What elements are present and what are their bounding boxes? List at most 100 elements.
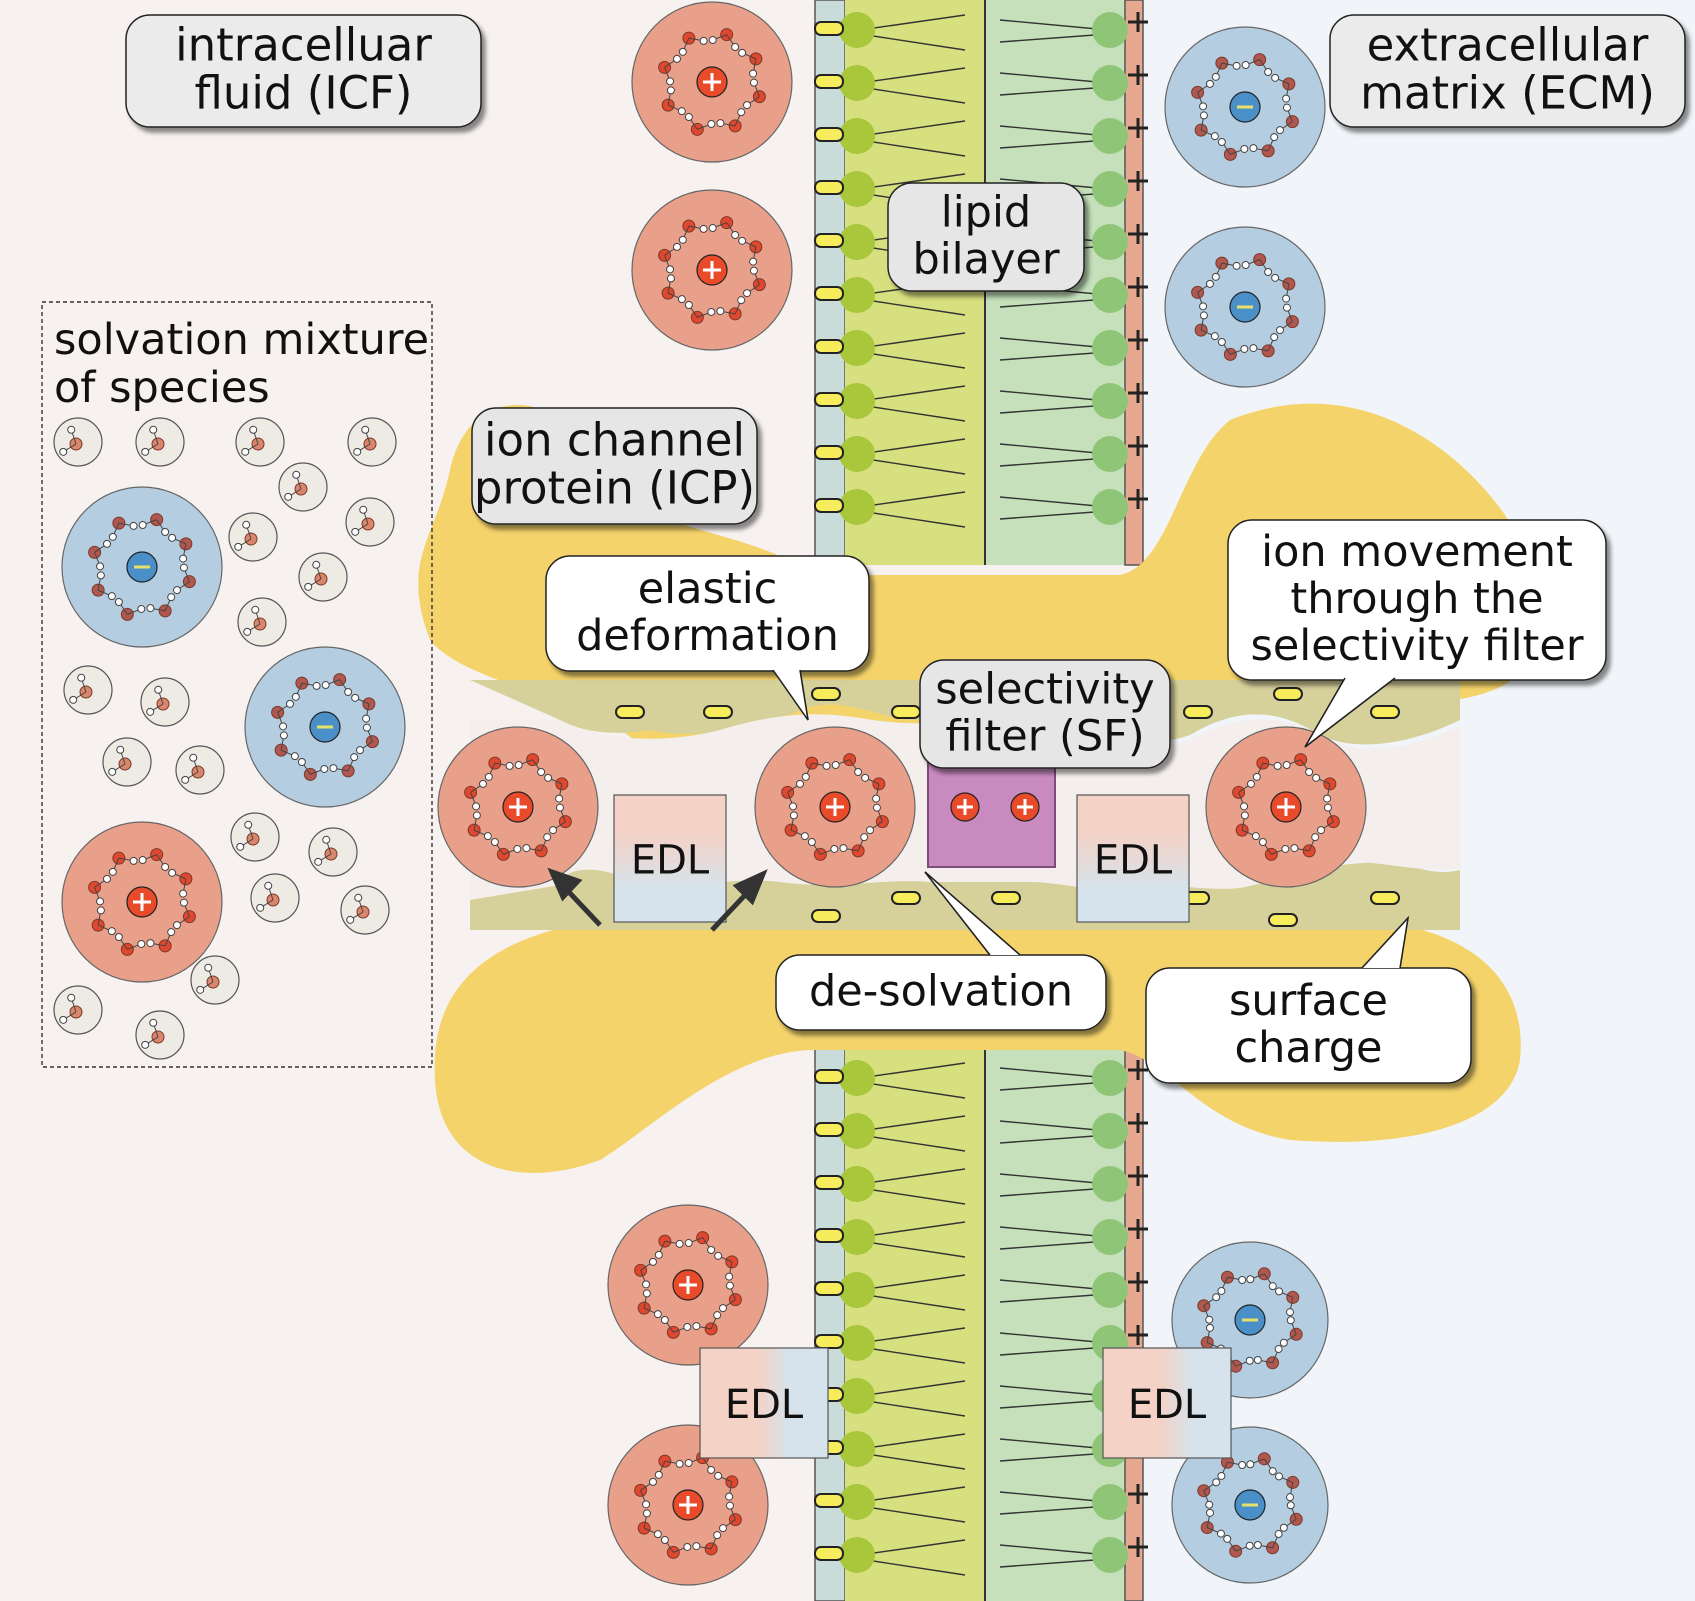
water-molecule — [102, 737, 152, 787]
hydrogen-atom — [675, 1459, 684, 1468]
hydrogen-atom — [1217, 138, 1226, 147]
lipid-tail — [859, 1346, 966, 1364]
lipid-tail — [999, 1120, 1109, 1132]
water-molecule — [308, 827, 358, 877]
lipid-tail — [999, 1452, 1109, 1462]
hydrogen-atom — [108, 532, 117, 541]
hydrogen-atom — [256, 903, 265, 912]
hydrogen-atom — [642, 1509, 651, 1518]
lipid-tail — [999, 33, 1109, 43]
lipid-tail — [859, 298, 966, 316]
hydrogen-atom — [1199, 111, 1208, 120]
lipid-tail — [999, 351, 1109, 361]
solvation-mixture-box — [41, 301, 433, 1068]
lipid-tail — [999, 1173, 1109, 1185]
negative-charge — [1273, 687, 1303, 701]
edl-label: EDL — [1094, 838, 1173, 884]
hydrogen-atom — [1212, 1478, 1221, 1487]
hydrogen-atom — [713, 1531, 722, 1540]
hydrogen-atom — [692, 1322, 701, 1331]
negative-charge — [814, 392, 844, 407]
hydrogen-atom — [1252, 772, 1261, 781]
lipid-head — [839, 489, 875, 525]
hydrogen-atom — [149, 425, 158, 434]
lipid-head — [839, 1431, 875, 1467]
hydrogen-atom — [749, 257, 758, 266]
hydrogen-atom — [801, 772, 810, 781]
lipid-head — [839, 383, 875, 419]
hydrogen-atom — [1271, 273, 1280, 282]
water-molecule — [53, 985, 103, 1035]
lipid-head — [839, 12, 875, 48]
lipid-tail — [859, 1399, 966, 1417]
hydrogen-atom — [249, 425, 258, 434]
surface-charge-label-text: surface — [1229, 976, 1388, 1026]
hydrogen-atom — [96, 897, 105, 906]
hydrogen-atom — [179, 889, 188, 898]
hydrogen-atom — [77, 673, 86, 682]
hydrogen-atom — [716, 119, 725, 128]
water-molecule — [347, 417, 397, 467]
negative-charge — [814, 74, 844, 89]
hydrogen-atom — [1258, 838, 1267, 847]
callout-box — [1145, 967, 1472, 1084]
lipid-head — [1092, 1113, 1128, 1149]
hydrogen-atom — [472, 811, 481, 820]
lipid-head — [1092, 489, 1128, 525]
edl-box: EDL — [1076, 794, 1190, 923]
negative-charge — [814, 1228, 844, 1243]
hydrogen-atom — [114, 933, 123, 942]
hydrogen-atom — [666, 265, 675, 274]
hydrogen-atom — [196, 985, 205, 994]
hydrogen-atom — [1238, 1460, 1247, 1469]
hydrogen-atom — [1241, 261, 1250, 270]
hydrogen-atom — [161, 527, 170, 536]
lipid-head — [839, 1166, 875, 1202]
hydrogen-atom — [731, 42, 740, 51]
hydrogen-atom — [795, 779, 804, 788]
hydrogen-atom — [350, 753, 359, 762]
water-molecule — [140, 677, 190, 727]
hydrogen-atom — [725, 1272, 734, 1281]
hydrogen-atom — [1205, 79, 1214, 88]
hydrogen-atom — [204, 963, 213, 972]
hydrogen-atom — [1245, 1541, 1254, 1550]
lipid-tail — [859, 438, 966, 455]
edl-box: EDL — [613, 794, 727, 923]
hydrogen-atom — [707, 1465, 716, 1474]
selectivity-filter-label-text: filter (SF) — [945, 712, 1144, 762]
hydrogen-atom — [789, 811, 798, 820]
lipid-tail — [859, 139, 966, 157]
negative-charge — [814, 127, 844, 142]
hydrogen-atom — [831, 761, 840, 770]
negative-charge — [814, 286, 844, 301]
solvated-anion — [1164, 26, 1326, 188]
lipid-tail — [859, 1168, 966, 1185]
negative-charge — [814, 233, 844, 248]
hydrogen-atom — [866, 826, 875, 835]
hydrogen-atom — [154, 685, 163, 694]
hydrogen-atom — [241, 447, 250, 456]
hydrogen-atom — [1251, 832, 1260, 841]
solvation-mixture-text: solvation mixture — [54, 315, 429, 365]
solvated-anion — [61, 486, 223, 648]
lipid-head — [1092, 224, 1128, 260]
negative-charge — [703, 705, 733, 719]
hydrogen-atom — [537, 767, 546, 776]
hydrogen-atom — [179, 898, 188, 907]
lipid-head — [839, 436, 875, 472]
negative-charge — [1268, 913, 1298, 927]
callout-box — [919, 659, 1171, 769]
negative-charge — [814, 1122, 844, 1137]
hydrogen-atom — [359, 505, 368, 514]
hydrogen-atom — [189, 753, 198, 762]
icf-label-text: intracelluar — [175, 18, 432, 71]
icf-label-text: fluid (ICF) — [195, 66, 413, 119]
hydrogen-atom — [284, 492, 293, 501]
lipid-tail — [859, 1486, 966, 1503]
solvation-mixture-text: of species — [54, 363, 270, 413]
hydrogen-atom — [149, 1018, 158, 1027]
hydrogen-atom — [137, 939, 146, 948]
solvated-cation — [437, 726, 599, 888]
